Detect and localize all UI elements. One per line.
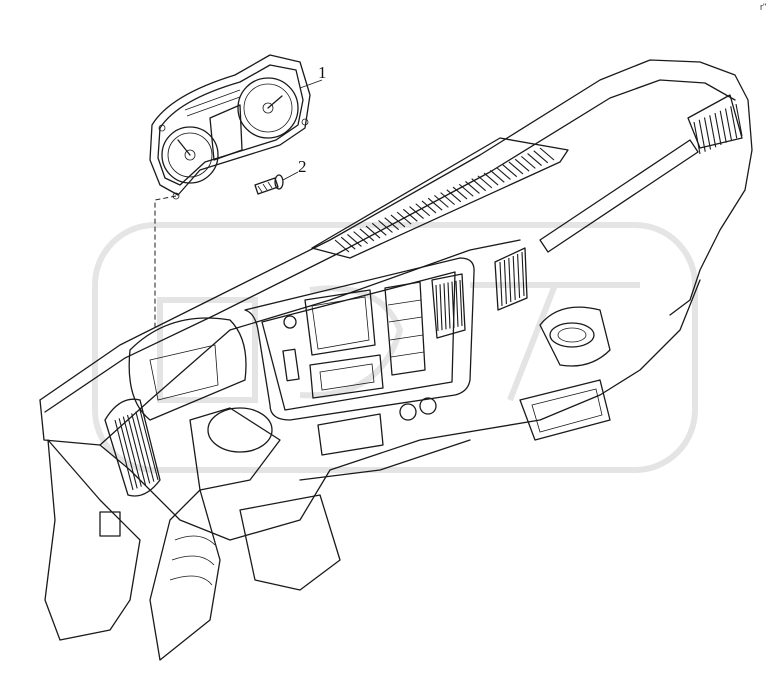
vent-slat [496, 167, 511, 180]
vent-slat [508, 257, 512, 303]
vent-slat [527, 153, 542, 166]
display-screen [304, 289, 376, 356]
vent-slat [539, 147, 555, 161]
vent-slat [459, 279, 463, 327]
vent-slat [458, 183, 474, 197]
vent-slat [455, 280, 459, 327]
cluster-hood [128, 317, 247, 421]
vent-slat [512, 255, 516, 301]
left-side-vent [104, 398, 161, 497]
vent-slat [434, 194, 449, 208]
vent-slat [477, 175, 493, 189]
vent-slat [359, 228, 375, 242]
vent-slat [409, 206, 424, 219]
watermark [92, 222, 698, 473]
vent-slat [489, 169, 505, 183]
vent-slat [521, 251, 525, 297]
callout-2: 2 [298, 157, 307, 176]
vent-slat [334, 239, 350, 253]
vent-slat [126, 414, 147, 486]
vent-slat [452, 186, 468, 200]
vent-slat [719, 110, 727, 143]
vent-slat [465, 181, 480, 194]
vent-slat [703, 117, 712, 150]
left-lower-trim [44, 439, 141, 641]
vent-slat [499, 261, 503, 307]
cup-holder [539, 306, 611, 367]
vent-slat [471, 178, 487, 192]
vent-slat [353, 231, 368, 245]
center-display [184, 89, 243, 161]
left-switch [99, 511, 121, 537]
right-side-vent [494, 247, 528, 311]
vent-slat [730, 106, 738, 139]
vent-slat [118, 418, 138, 489]
vent-slat [396, 211, 412, 225]
right-top-vent [687, 94, 743, 155]
steering-column [149, 407, 281, 661]
tachometer-gauge [237, 77, 299, 139]
vent-slat [483, 172, 499, 186]
vent-slat [122, 416, 142, 487]
callout-1: 1 [318, 63, 327, 82]
mounting-screw [254, 174, 284, 195]
vent-slat [415, 203, 431, 217]
vent-slat [427, 197, 443, 211]
center-vent [431, 273, 466, 339]
vent-slat [340, 236, 356, 250]
assembly-line [154, 195, 177, 330]
vent-slat [514, 158, 530, 172]
vent-slat [131, 413, 151, 484]
center-lower-trim [239, 494, 341, 591]
vent-slat [451, 281, 455, 328]
dashboard-assembly [39, 59, 753, 661]
center-stack [244, 257, 475, 421]
vent-slat [503, 259, 507, 305]
vent-slat [724, 108, 733, 141]
vent-slat [365, 225, 381, 239]
radio-slot [309, 354, 384, 399]
vent-slat [371, 222, 387, 236]
knob-left [399, 403, 417, 421]
vent-slat [439, 284, 443, 331]
vent-slat [384, 217, 400, 231]
speedometer-gauge [161, 126, 219, 184]
vent-slat [693, 121, 701, 155]
vent-slat [517, 253, 521, 299]
vent-slat [533, 150, 549, 164]
vent-slat [114, 419, 134, 491]
vent-slat [435, 284, 439, 332]
vent-slat [735, 103, 743, 137]
vent-slat [446, 189, 462, 203]
vent-slat [135, 411, 155, 482]
vent-slat [443, 283, 447, 330]
vent-slat [447, 282, 451, 329]
vent-slat [347, 234, 362, 247]
glovebox-handle [519, 379, 611, 441]
vent-slat [440, 192, 455, 206]
vent-slat [139, 409, 159, 481]
instrument-cluster [149, 54, 311, 200]
vent-slat [714, 112, 722, 146]
vent-slat [402, 208, 418, 222]
leader-line-2 [282, 171, 299, 181]
lower-panel [317, 413, 384, 456]
knob-right [419, 397, 437, 415]
vent-slat [521, 155, 536, 169]
vent-slat [378, 220, 393, 233]
leader-line-1 [299, 79, 323, 89]
vent-slat [421, 200, 437, 214]
vent-slat [698, 119, 706, 152]
vent-slat [709, 115, 717, 148]
defroster-vent [311, 137, 569, 259]
vent-slat [502, 164, 518, 178]
corner-mark: r" [760, 2, 766, 12]
vent-slat [508, 161, 524, 175]
vent-slat [390, 214, 406, 228]
